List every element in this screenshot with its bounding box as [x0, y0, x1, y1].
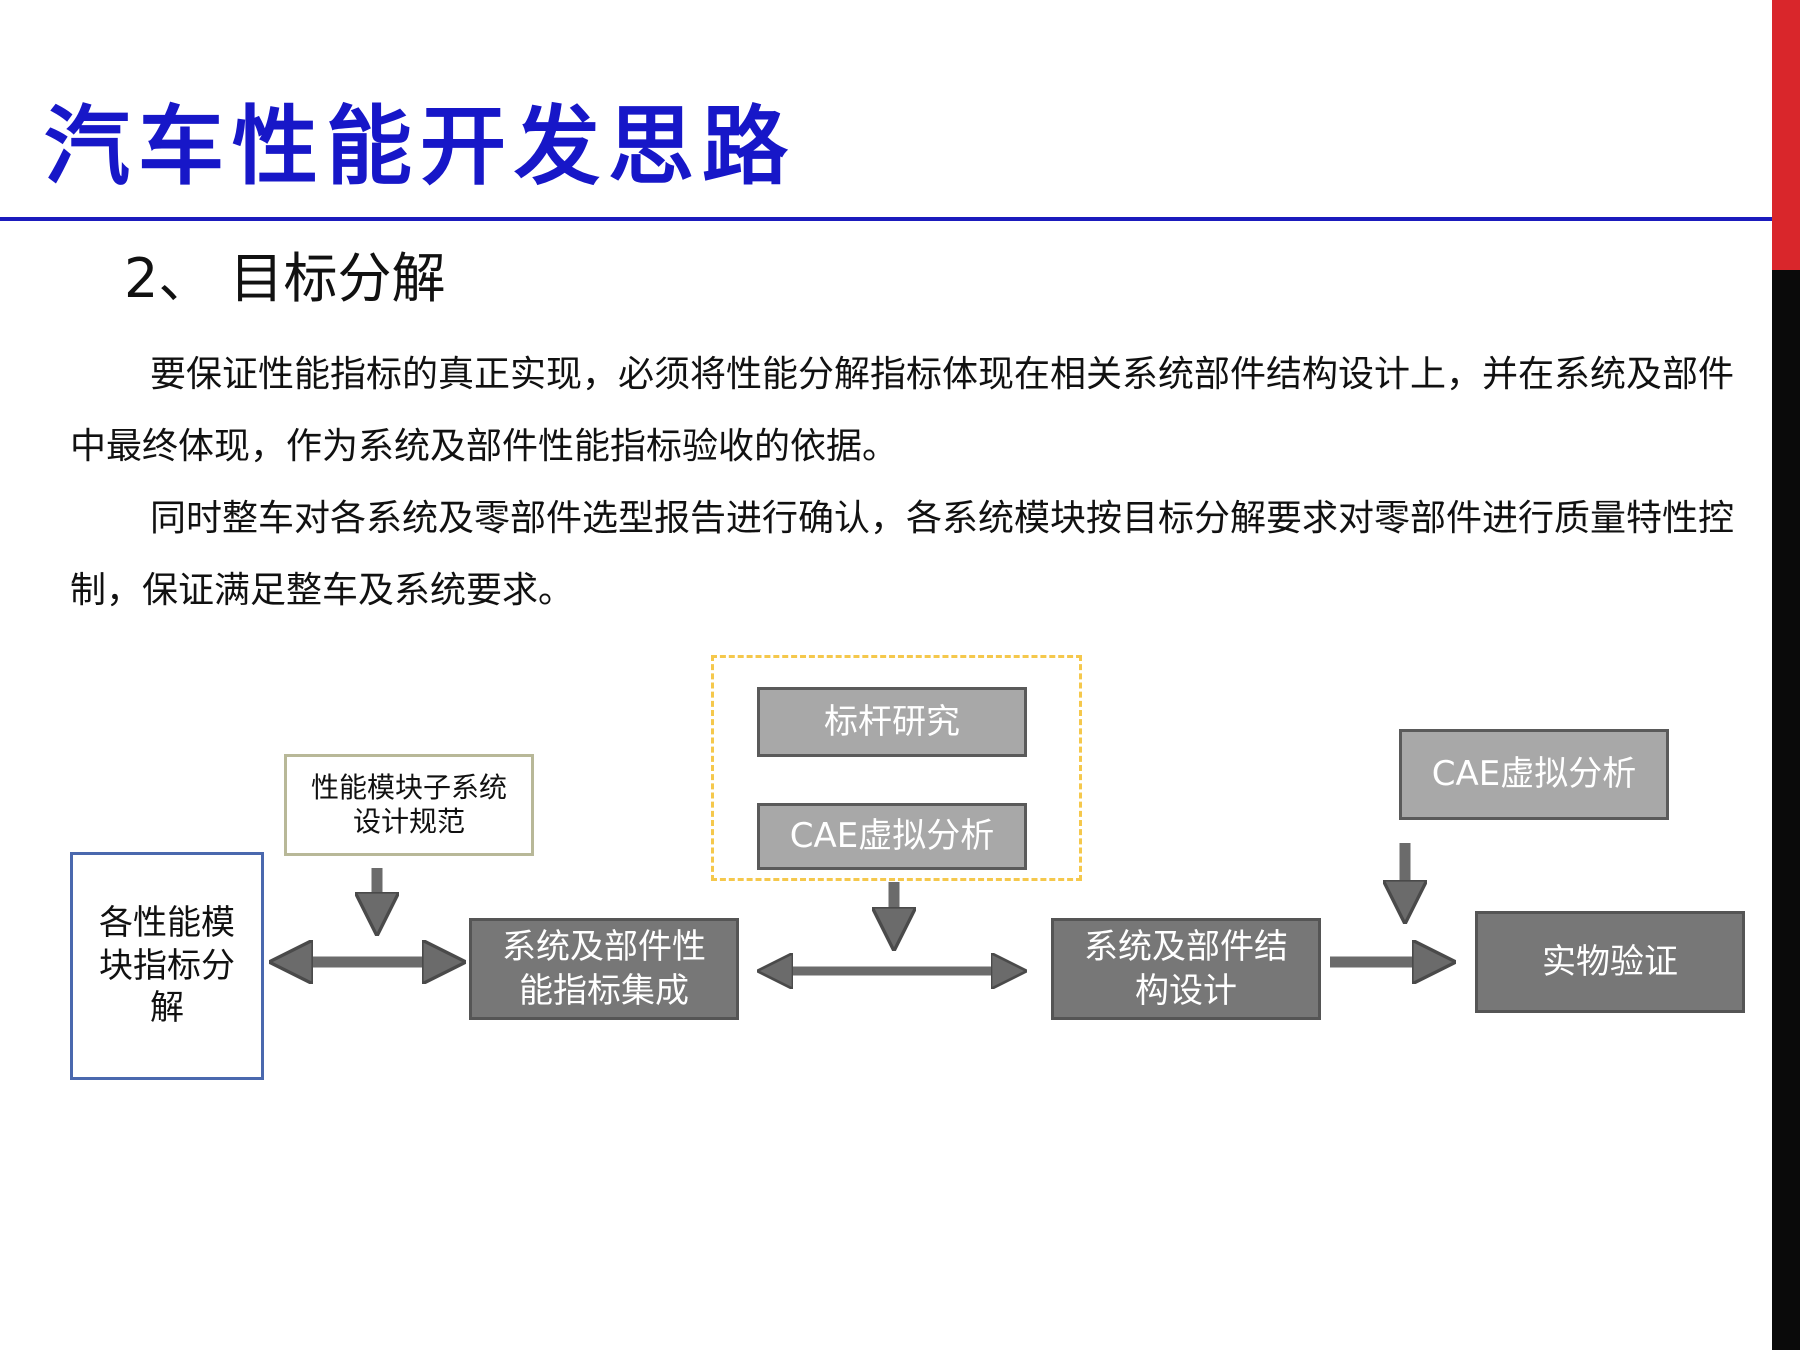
box-cae-analysis-left: CAE虚拟分析: [757, 803, 1027, 870]
section-heading: 2、 目标分解: [124, 247, 446, 310]
box-cae-analysis-right: CAE虚拟分析: [1399, 729, 1669, 820]
box-physical-verification-label: 实物验证: [1542, 941, 1678, 982]
title-divider: [0, 217, 1772, 221]
side-bar-black: [1772, 270, 1800, 1350]
side-bar-red: [1772, 0, 1800, 270]
paragraph-1: 要保证性能指标的真正实现，必须将性能分解指标体现在相关系统部件结构设计上，并在系…: [70, 354, 1735, 467]
box-performance-integration-label: 系统及部件性能指标集成: [502, 926, 706, 1011]
box-cae-analysis-right-label: CAE虚拟分析: [1431, 754, 1637, 795]
box-structure-design: 系统及部件结构设计: [1051, 918, 1321, 1020]
box-subsystem-spec-label: 性能模块子系统设计规范: [310, 771, 507, 838]
box-structure-design-label: 系统及部件结构设计: [1084, 926, 1288, 1011]
box-physical-verification: 实物验证: [1475, 911, 1745, 1013]
box-benchmark-study-label: 标杆研究: [824, 701, 960, 742]
paragraph-2: 同时整车对各系统及零部件选型报告进行确认，各系统模块按目标分解要求对零部件进行质…: [70, 498, 1735, 611]
box-performance-integration: 系统及部件性能指标集成: [469, 918, 739, 1020]
analysis-group-frame: [711, 655, 1082, 881]
box-subsystem-spec: 性能模块子系统设计规范: [284, 754, 534, 856]
box-module-decomposition-label: 各性能模块指标分解: [99, 903, 235, 1029]
box-module-decomposition: 各性能模块指标分解: [70, 852, 264, 1080]
box-cae-analysis-left-label: CAE虚拟分析: [789, 816, 995, 857]
slide-title: 汽车性能开发思路: [44, 97, 796, 197]
box-benchmark-study: 标杆研究: [757, 687, 1027, 757]
